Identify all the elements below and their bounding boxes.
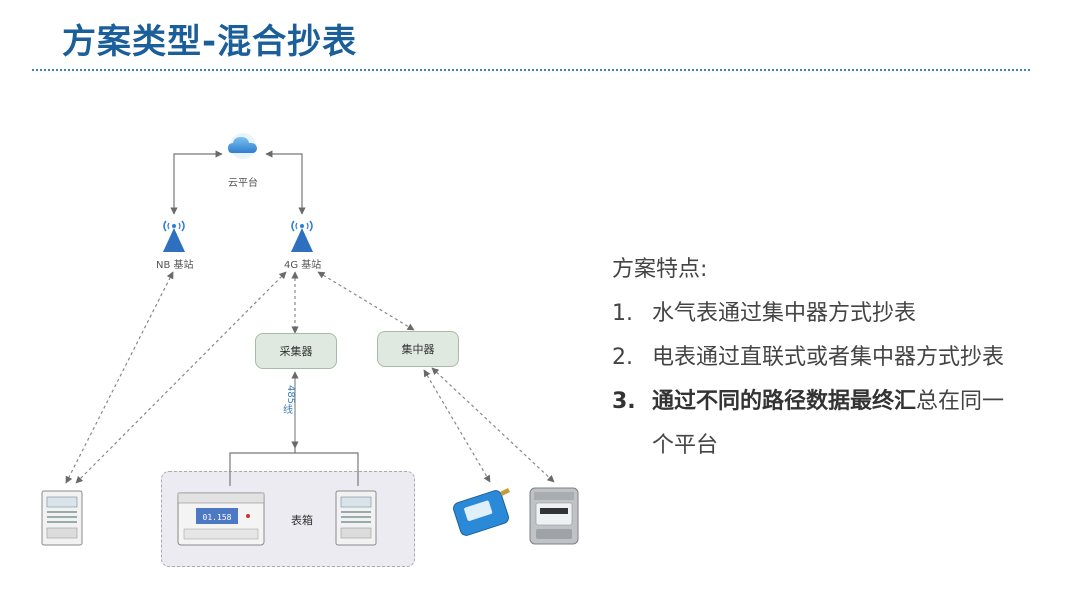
4g-concentrator-link <box>317 271 415 331</box>
feature-item: 2. 电表通过直联式或者集中器方式抄表 <box>612 345 1005 370</box>
cloud-icon <box>228 133 257 159</box>
4g-meter-link <box>75 271 287 484</box>
features-list: 方案特点: 1. 水气表通过集中器方式抄表 2. 电表通过直联式或者集中器方式抄… <box>612 248 1062 468</box>
meter-box-label: 表箱 <box>291 514 313 527</box>
meter-bus <box>229 448 359 486</box>
water-meter-icon <box>453 488 510 536</box>
feature-rest: 总在同一 <box>916 389 1005 414</box>
features-heading: 方案特点: <box>612 257 708 282</box>
title-divider <box>32 69 1030 71</box>
rs485-label: 485 线 <box>283 384 297 416</box>
cloud-platform-label: 云平台 <box>228 178 258 189</box>
svg-text:01.158: 01.158 <box>203 513 232 522</box>
nb-station-label: NB 基站 <box>156 260 194 271</box>
collector-node: 采集器 <box>255 333 337 369</box>
cloud-nb-link <box>170 150 223 215</box>
4g-tower-icon <box>291 220 313 252</box>
cloud-4g-link <box>265 150 306 215</box>
feature-emphasis: 通过不同的路径数据最终汇 <box>652 389 917 414</box>
4g-station-label: 4G 基站 <box>284 260 322 271</box>
concentrator-node: 集中器 <box>377 331 459 367</box>
nb-tower-icon <box>163 220 185 252</box>
feature-item-continuation: 个平台 <box>652 433 719 458</box>
feature-item: 3. 通过不同的路径数据最终汇总在同一 <box>612 389 1005 414</box>
page-title: 方案类型-混合抄表 <box>62 22 358 62</box>
standalone-electric-meter-icon <box>41 490 83 546</box>
din-rail-meter-icon: 01.158 <box>177 492 265 546</box>
feature-item: 1. 水气表通过集中器方式抄表 <box>612 301 917 326</box>
boxed-electric-meter-icon <box>335 490 377 546</box>
concentrator-gas-link <box>431 367 555 483</box>
gas-meter-icon <box>529 487 579 545</box>
concentrator-water-link <box>423 369 491 483</box>
nb-meter-link <box>65 271 174 484</box>
